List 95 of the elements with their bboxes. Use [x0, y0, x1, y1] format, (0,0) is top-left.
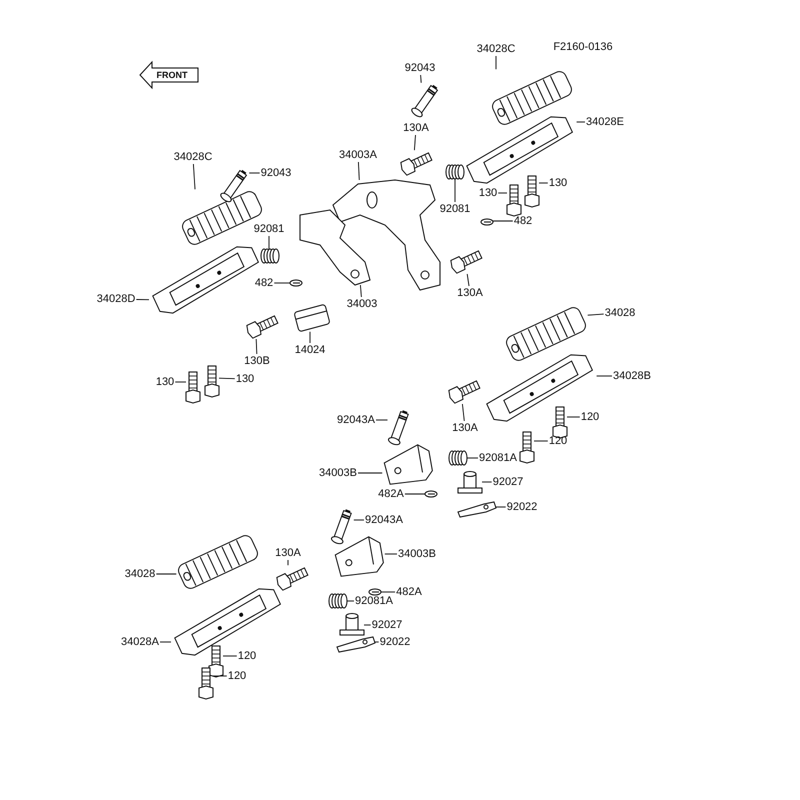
callout-number: 34028C	[476, 43, 516, 55]
callout-number: 92081	[254, 223, 284, 235]
leader-line	[496, 506, 506, 508]
leader-line	[360, 284, 362, 298]
leader-line	[364, 624, 372, 626]
callout-number: 14024	[294, 344, 326, 356]
callout-number: 34003A	[339, 149, 377, 161]
callout-number: 482A	[396, 586, 422, 598]
callout-number: 92081A	[355, 595, 393, 607]
leader-line	[420, 74, 422, 84]
leader-line	[538, 182, 548, 184]
callout-number: 34028D	[96, 293, 136, 305]
callout-number: 130	[236, 373, 254, 385]
callout-number: 92043	[260, 167, 292, 179]
leader-line	[534, 440, 548, 442]
clip-drawing	[368, 588, 382, 596]
callout-number: 34003B	[398, 548, 436, 560]
callout-number: 92022	[506, 501, 538, 513]
leader-line	[587, 314, 604, 316]
leader-line	[358, 472, 383, 474]
callout-number: 130	[156, 376, 174, 388]
spring-drawing	[446, 164, 464, 180]
bolt-drawing	[524, 176, 540, 208]
clip-drawing	[290, 280, 302, 286]
callout-number: 130	[548, 177, 568, 189]
bolt-drawing	[186, 372, 200, 404]
plate-drawing	[457, 501, 497, 518]
spring-drawing	[260, 248, 280, 264]
leader-line	[248, 172, 260, 174]
bolt-drawing	[276, 567, 308, 591]
callout-number: 130A	[403, 122, 429, 134]
direction-label: FRONT	[156, 69, 188, 81]
leader-line	[466, 274, 470, 286]
figure-code: F2160-0136	[553, 41, 613, 53]
clip-drawing	[424, 490, 438, 498]
callout-number: 482	[514, 215, 532, 227]
leader-line	[274, 282, 290, 284]
leader-line	[498, 192, 508, 194]
bolt-drawing	[400, 152, 432, 176]
leader-line	[414, 134, 416, 151]
spring-drawing	[448, 450, 468, 466]
callout-number: 34028A	[121, 636, 159, 648]
leader-line	[346, 600, 354, 602]
callout-number: 34003B	[319, 467, 357, 479]
callout-number: 92081A	[479, 452, 517, 464]
bolt-drawing	[506, 184, 522, 217]
leader-line	[192, 164, 196, 190]
callout-number: 34028C	[174, 151, 212, 163]
leader-line	[566, 416, 580, 418]
leader-line	[256, 338, 258, 354]
bolt-drawing	[246, 315, 278, 339]
leader-line	[492, 220, 514, 222]
bolt-drawing	[448, 380, 480, 404]
callout-number: 92043A	[365, 514, 403, 526]
callout-number: 120	[228, 670, 246, 682]
callout-number: 120	[580, 411, 600, 423]
bracket-drawing	[300, 209, 371, 286]
clip-drawing	[480, 218, 494, 226]
callout-number: 130A	[457, 287, 483, 299]
leader-line	[136, 299, 150, 300]
collar-drawing	[458, 471, 482, 494]
bolt-drawing	[198, 668, 214, 700]
bolt-drawing	[208, 646, 224, 678]
callout-number: 130	[478, 187, 498, 199]
leader-line	[462, 404, 465, 422]
spring-drawing	[328, 594, 348, 608]
callout-number: 34028B	[613, 370, 651, 382]
callout-number: 482A	[378, 488, 404, 500]
leader-line	[454, 178, 456, 202]
bracket-drawing	[384, 444, 433, 485]
collar-drawing	[340, 613, 364, 636]
callout-number: 34028	[604, 307, 636, 319]
callout-number: 34028	[124, 568, 156, 580]
plate-drawing	[336, 636, 376, 653]
leader-line	[268, 236, 270, 250]
bracket-drawing	[334, 536, 384, 577]
callout-number: 92027	[372, 619, 402, 631]
callout-number: 34028E	[586, 116, 624, 128]
bolt-drawing	[520, 432, 534, 464]
callout-number: 92043	[404, 62, 436, 74]
callout-number: 92027	[492, 476, 524, 488]
bolt-drawing	[450, 250, 482, 274]
callout-number: 130A	[452, 422, 478, 434]
callout-number: 92081	[440, 203, 470, 215]
bolt-drawing	[204, 366, 220, 398]
leader-line	[358, 162, 360, 180]
callout-number: 130A	[275, 547, 301, 559]
callout-number: 130B	[244, 355, 270, 367]
callout-number: 120	[238, 650, 256, 662]
callout-number: 92022	[380, 636, 410, 648]
callout-number: 92043A	[337, 414, 375, 426]
leader-line	[218, 378, 236, 380]
callout-number: 482	[254, 277, 274, 289]
bracket-drawing	[332, 180, 440, 291]
callout-number: 34003	[346, 298, 378, 310]
